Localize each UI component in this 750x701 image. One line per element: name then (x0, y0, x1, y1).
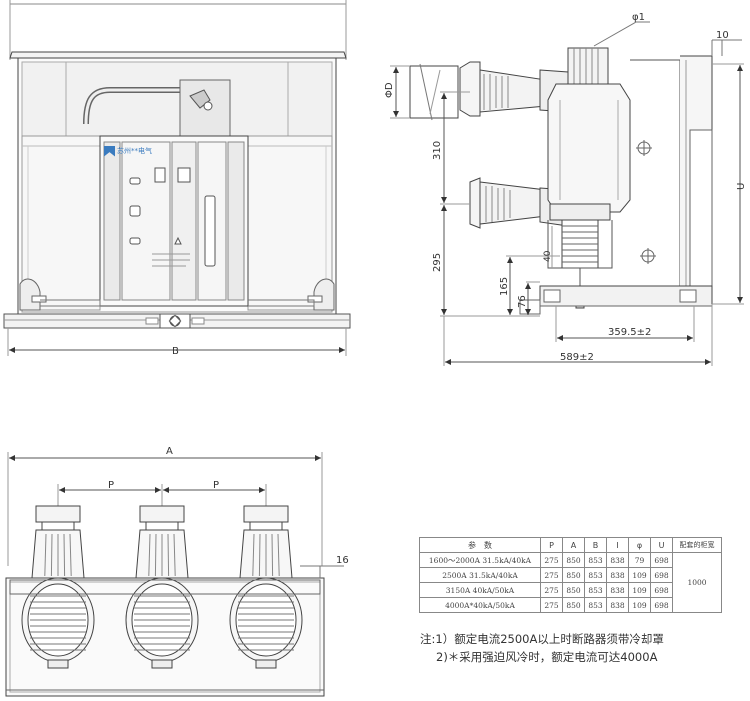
cell-phi: 109 (628, 597, 651, 613)
label-phid: ΦD (384, 82, 395, 98)
cell-i: 838 (606, 567, 629, 583)
table-row: 2500A 31.5kA/40kA 275 850 853 838 109 69… (419, 567, 722, 583)
cell-b: 853 (584, 567, 607, 583)
label-165: 165 (499, 277, 510, 296)
cell-b: 853 (584, 582, 607, 598)
cell-p: 275 (540, 567, 563, 583)
label-p-2: P (213, 480, 219, 491)
label-589: 589±2 (560, 352, 594, 363)
cell-a: 850 (562, 582, 585, 598)
note-2: 2)＊采用强迫风冷时，额定电流可达4000A (436, 650, 658, 664)
brand-mark-icon (104, 145, 115, 157)
label-a: A (166, 446, 173, 457)
label-40: 40 (543, 250, 553, 262)
spec-table-header: 参 数 P A B I φ U 配套的柜宽 (419, 537, 722, 553)
cell-i: 838 (606, 582, 629, 598)
label-16: 16 (336, 555, 349, 566)
cell-b: 853 (584, 597, 607, 613)
label-10: 10 (716, 30, 729, 41)
cross-rail (9, 579, 321, 595)
cell-u: 698 (650, 567, 673, 583)
col-p: P (540, 537, 563, 553)
table-row: 3150A 40kA/50kA 275 850 853 838 109 698 (419, 582, 722, 598)
cell-param: 4000A*40kA/50kA (419, 597, 541, 613)
cell-cabinet-width: 1000 (672, 552, 722, 613)
cell-u: 698 (650, 582, 673, 598)
note-1: 注:1）额定电流2500A以上时断路器须带冷却罩 (420, 632, 664, 646)
pole-assembly (125, 505, 199, 669)
col-phi: φ (628, 537, 651, 553)
top-view (5, 452, 344, 697)
cell-param: 2500A 31.5kA/40kA (419, 567, 541, 583)
brand-name: 苏州**电气 (117, 147, 152, 155)
pole-assembly (21, 505, 95, 669)
spec-table: 参 数 P A B I φ U 配套的柜宽 1600～2000A 31.5kA/… (419, 537, 722, 613)
cell-phi: 109 (628, 567, 651, 583)
col-b: B (584, 537, 607, 553)
notes: 注:1）额定电流2500A以上时断路器须带冷却罩 2)＊采用强迫风冷时，额定电流… (420, 630, 664, 666)
table-row: 4000A*40kA/50kA 275 850 853 838 109 698 (419, 597, 722, 613)
cell-a: 850 (562, 597, 585, 613)
cell-p: 275 (540, 552, 563, 568)
label-u: U (736, 183, 747, 190)
cell-phi: 109 (628, 582, 651, 598)
cell-b: 853 (584, 552, 607, 568)
cell-p: 275 (540, 597, 563, 613)
label-295: 295 (432, 253, 443, 272)
col-param: 参 数 (419, 537, 541, 553)
side-view (390, 21, 744, 366)
cell-a: 850 (562, 552, 585, 568)
cell-i: 838 (606, 597, 629, 613)
cell-param: 3150A 40kA/50kA (419, 582, 541, 598)
label-310: 310 (432, 141, 443, 160)
cell-phi: 79 (628, 552, 651, 568)
brand-logo: 苏州**电气 (104, 144, 168, 158)
label-b: B (172, 346, 179, 357)
cell-u: 698 (650, 597, 673, 613)
cell-u: 698 (650, 552, 673, 568)
cell-param: 1600～2000A 31.5kA/40kA (419, 552, 541, 568)
label-phi1: φ1 (632, 12, 645, 23)
col-cabinet: 配套的柜宽 (672, 537, 722, 553)
cell-a: 850 (562, 567, 585, 583)
col-u: U (650, 537, 673, 553)
label-p-1: P (108, 480, 114, 491)
table-row: 1600～2000A 31.5kA/40kA 275 850 853 838 7… (419, 552, 722, 613)
label-76: 76 (517, 295, 528, 308)
col-i: I (606, 537, 629, 553)
label-359-5: 359.5±2 (608, 327, 651, 338)
pole-assembly (229, 505, 303, 669)
cell-p: 275 (540, 582, 563, 598)
front-view (3, 0, 351, 356)
col-a: A (562, 537, 585, 553)
cell-i: 838 (606, 552, 629, 568)
